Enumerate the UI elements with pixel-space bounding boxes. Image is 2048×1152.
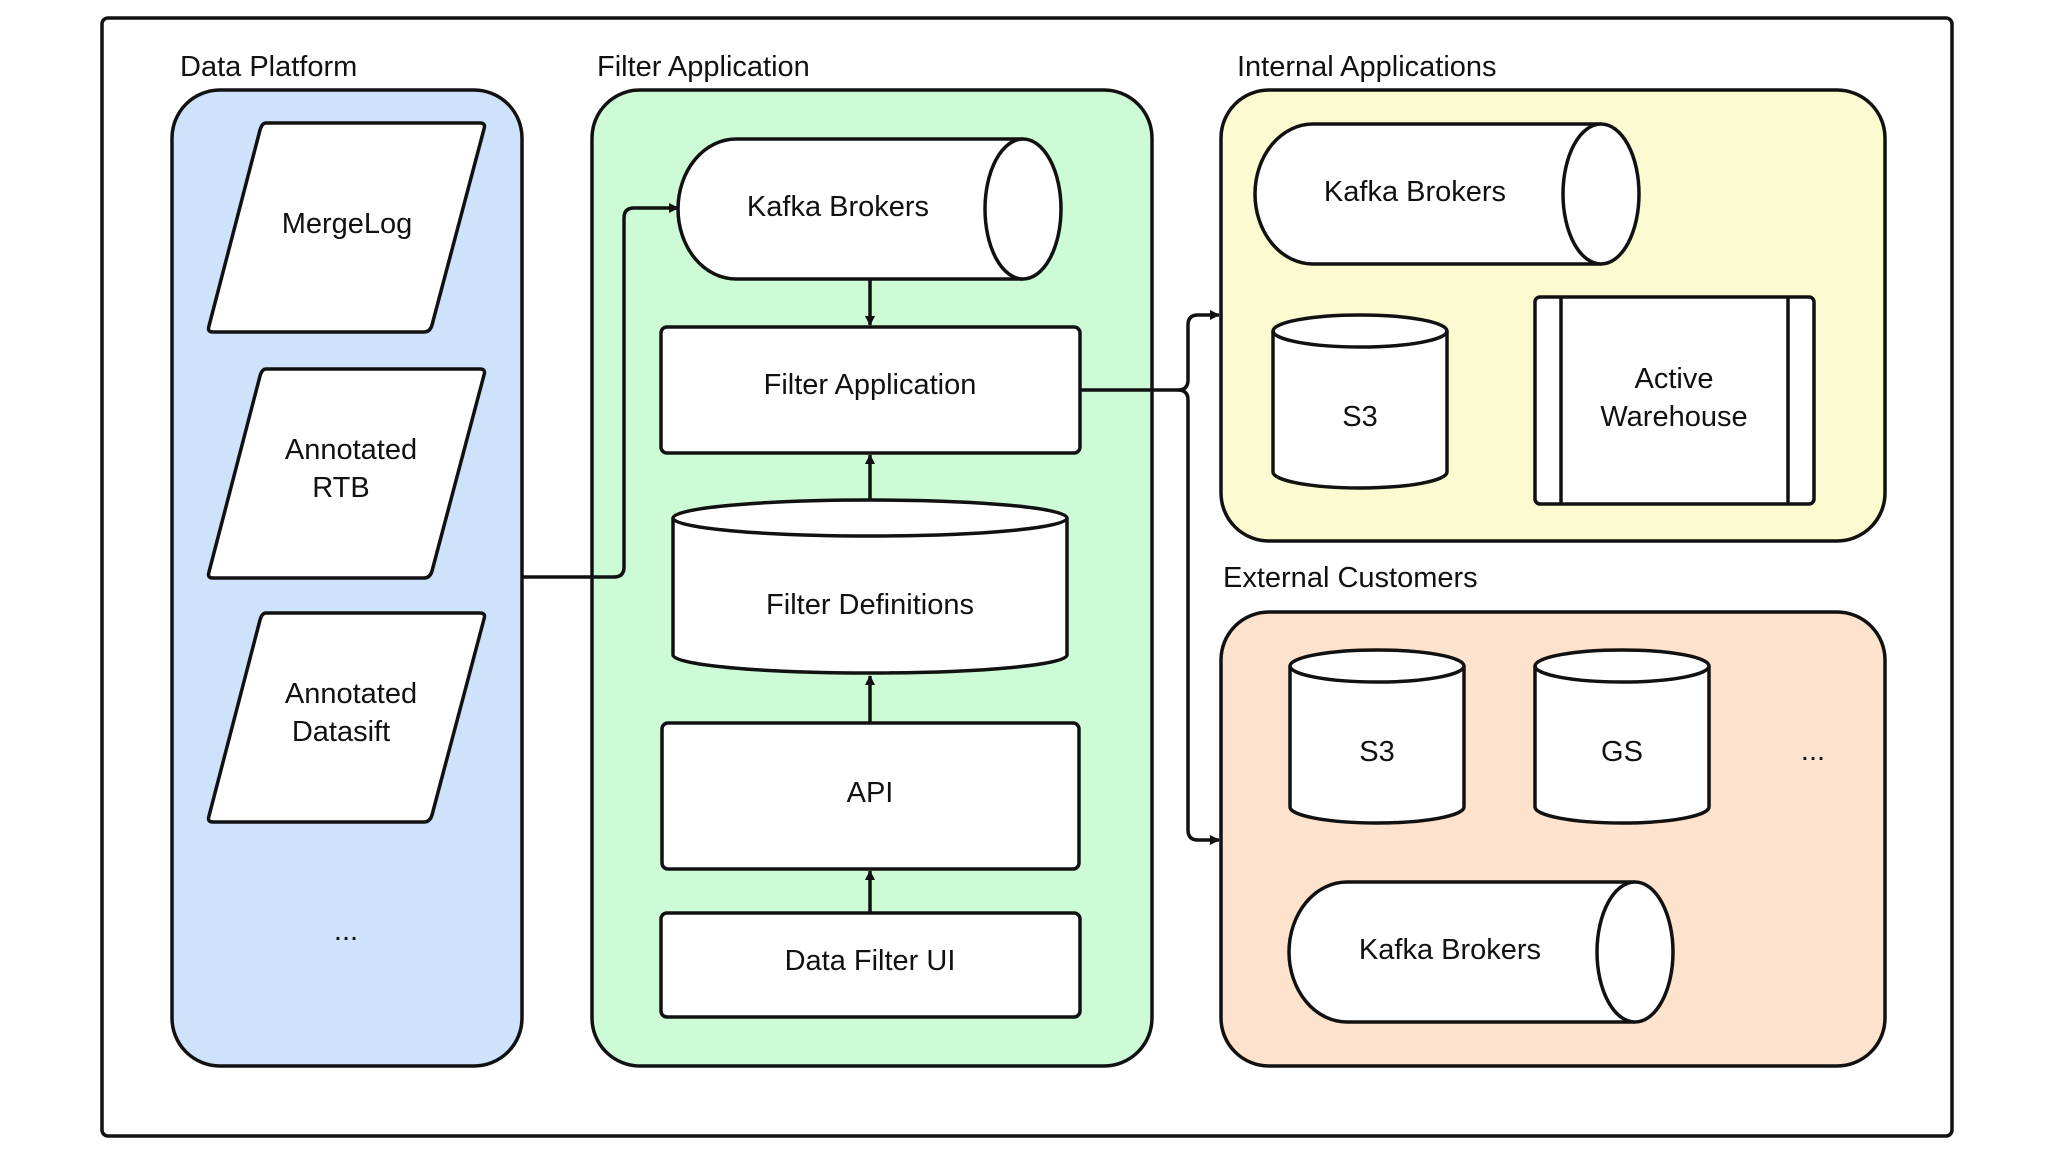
svg-text:Kafka Brokers: Kafka Brokers xyxy=(1324,176,1506,208)
annotated-rtb-node: Annotated RTB xyxy=(206,367,487,580)
svg-text:S3: S3 xyxy=(1342,401,1377,433)
connector-filter-to-external xyxy=(1177,388,1220,845)
mergelog-node: MergeLog xyxy=(206,121,487,334)
data-platform-more: ... xyxy=(334,915,358,947)
svg-text:Annotated: Annotated xyxy=(285,678,417,710)
svg-text:Filter Definitions: Filter Definitions xyxy=(766,589,974,621)
active-warehouse-node: Active Warehouse xyxy=(1533,295,1816,506)
svg-text:Annotated: Annotated xyxy=(285,434,417,466)
external-kafka-brokers-node: Kafka Brokers xyxy=(1287,880,1675,1024)
external-s3-node: S3 xyxy=(1288,648,1466,825)
group-title-data-platform: Data Platform xyxy=(180,51,357,83)
svg-text:Data Filter UI: Data Filter UI xyxy=(785,945,956,977)
annotated-datasift-node: Annotated Datasift xyxy=(206,611,487,824)
group-title-filter-application: Filter Application xyxy=(597,51,810,83)
connector-data-platform-to-kafka xyxy=(522,203,679,579)
svg-text:GS: GS xyxy=(1601,736,1643,768)
svg-text:Kafka Brokers: Kafka Brokers xyxy=(1359,934,1541,966)
svg-text:RTB: RTB xyxy=(312,472,369,504)
data-filter-ui-node: Data Filter UI xyxy=(659,911,1082,1019)
internal-s3-node: S3 xyxy=(1271,313,1449,490)
group-title-external-customers: External Customers xyxy=(1223,562,1478,594)
svg-text:API: API xyxy=(847,777,894,809)
internal-kafka-brokers-node: Kafka Brokers xyxy=(1253,122,1641,266)
svg-text:Active: Active xyxy=(1635,363,1714,395)
svg-text:S3: S3 xyxy=(1359,736,1394,768)
group-title-internal-applications: Internal Applications xyxy=(1237,51,1497,83)
external-customers-more: ... xyxy=(1801,735,1825,767)
svg-text:Warehouse: Warehouse xyxy=(1600,401,1747,433)
svg-text:Filter Application: Filter Application xyxy=(764,369,977,401)
filter-definitions-node: Filter Definitions xyxy=(671,498,1069,675)
filter-kafka-brokers-node: Kafka Brokers xyxy=(676,137,1063,281)
svg-text:Datasift: Datasift xyxy=(292,716,390,748)
svg-text:Kafka Brokers: Kafka Brokers xyxy=(747,191,929,223)
external-gs-node: GS xyxy=(1533,648,1711,825)
api-node: API xyxy=(660,721,1081,871)
filter-application-node: Filter Application xyxy=(659,325,1082,455)
svg-text:MergeLog: MergeLog xyxy=(282,208,413,240)
